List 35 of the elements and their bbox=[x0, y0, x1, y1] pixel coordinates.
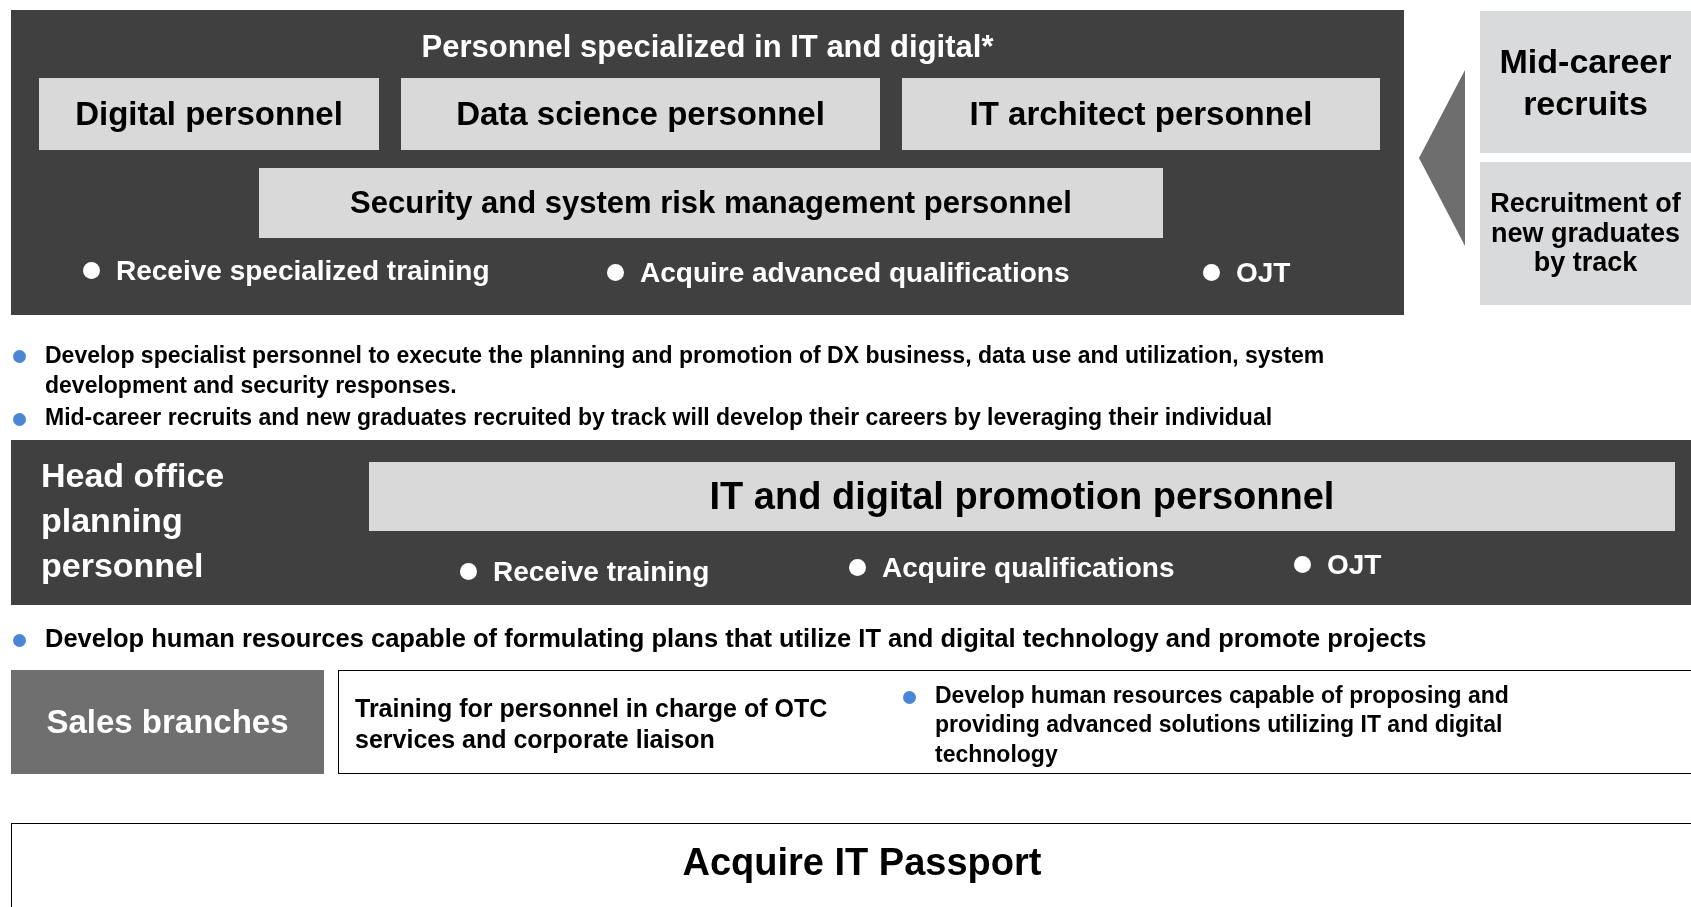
box-label: IT and digital promotion personnel bbox=[708, 473, 1336, 519]
note-text: Mid-career recruits and new graduates recruited by track will develop their careers by leveraging their individual bbox=[11, 403, 1511, 432]
role-box bbox=[39, 78, 379, 150]
panel-heading: Personnel specialized in IT and digital* bbox=[420, 28, 995, 66]
bullet-item: Acquire qualifications bbox=[849, 550, 1249, 585]
bullet-note: Develop human resources capable of proposing and providing advanced solutions utilizing IT and digital technology bbox=[901, 681, 1581, 770]
box-label: IT architect personnel bbox=[968, 94, 1314, 135]
bullet-item: Acquire advanced qualifications bbox=[607, 255, 1167, 290]
role-box bbox=[259, 168, 1163, 238]
note-text: Develop specialist personnel to execute the planning and promotion of DX business, data use and utilization, system development and security responses. bbox=[11, 340, 1451, 401]
panel-heading: Training for personnel in charge of OTC services and corporate liaison bbox=[355, 693, 829, 756]
recruit-box bbox=[1480, 11, 1691, 153]
box-label: Security and system risk management personnel bbox=[349, 183, 1073, 222]
branch-box bbox=[11, 670, 324, 774]
description-box bbox=[338, 670, 1691, 774]
box-label: Acquire IT Passport bbox=[681, 840, 1043, 885]
dark-panel bbox=[11, 10, 1404, 315]
recruit-box bbox=[1480, 162, 1691, 305]
bullet-item: Receive specialized training bbox=[83, 253, 563, 288]
role-box bbox=[401, 78, 880, 150]
bullet-item: Receive training bbox=[460, 554, 760, 589]
box-label: Digital personnel bbox=[74, 94, 344, 135]
dark-panel bbox=[11, 440, 1691, 605]
passport-box bbox=[11, 823, 1691, 907]
bullet-item: OJT bbox=[1203, 255, 1353, 290]
role-box bbox=[902, 78, 1380, 150]
note-text: Develop human resources capable of formulating plans that utilize IT and digital technology and promote projects bbox=[11, 623, 1671, 655]
chevron-arrow bbox=[1419, 70, 1465, 246]
box-label: Mid-career recruits bbox=[1498, 40, 1673, 124]
bullet-item: OJT bbox=[1294, 547, 1444, 582]
box-label: Sales branches bbox=[45, 702, 290, 743]
role-box bbox=[369, 462, 1675, 531]
box-label: Recruitment of new graduates by track bbox=[1489, 186, 1682, 280]
box-label: Data science personnel bbox=[455, 94, 826, 135]
panel-heading: Head office planning personnel bbox=[41, 455, 226, 586]
